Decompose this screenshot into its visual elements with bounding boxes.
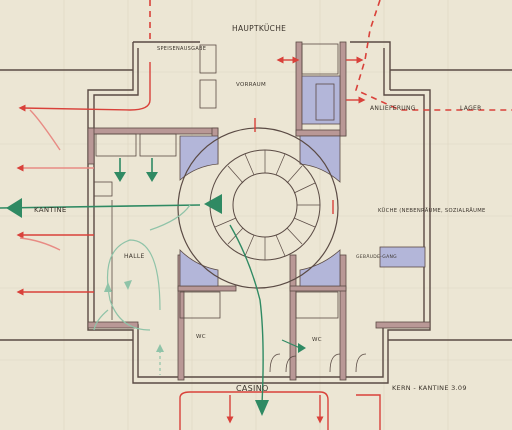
label-kueche-nebenraeume: KÜCHE (NEBENRÄUME, SOZIALRÄUME [378,207,486,214]
label-lager: LAGER [460,105,482,112]
label-speisenausgabe: SPEISENAUSGABE [157,46,206,52]
label-wc-right: WC [312,337,322,343]
green-flow-arrows [0,158,306,416]
outer-walls [0,41,512,384]
label-vorraum: VORRAUM [236,82,266,88]
green-arrow-rotunda-icon [204,194,222,214]
label-halle: HALLE [124,253,145,260]
room-outlines [93,43,367,373]
label-wc-left: WC [196,334,206,340]
green-arrow-left-icon [6,198,22,218]
red-flow-arrows [16,56,381,430]
drawing-title: KERN - KANTINE 3.09 [392,384,467,392]
delivery-route-dashed [149,0,512,111]
label-hauptkueche: HAUPTKÜCHE [232,24,286,33]
label-kantine: KANTINE [34,206,67,214]
label-casino: CASINO [236,384,269,393]
label-anlieferung: ANLIEFERUNG [370,105,416,112]
label-gebaeudegang: GEBÄUDE-GANG [356,253,397,260]
